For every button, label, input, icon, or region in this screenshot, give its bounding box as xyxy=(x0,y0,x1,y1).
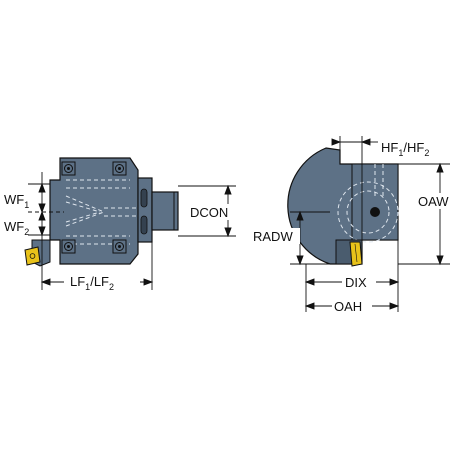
screw-icon xyxy=(112,161,127,176)
front-block xyxy=(351,163,399,241)
screw-icon xyxy=(112,239,127,254)
flange-slot xyxy=(140,215,148,235)
dim-wf xyxy=(28,172,64,250)
hf-label: HF1/HF2 xyxy=(381,140,429,158)
hidden-bore xyxy=(337,181,399,243)
dim-radw xyxy=(290,210,330,266)
wf2-label: WF2 xyxy=(4,219,29,237)
front-view: HF1/HF2 OAW RADW xyxy=(252,136,460,314)
oaw-label: OAW xyxy=(418,194,449,209)
dim-hf xyxy=(331,136,378,264)
radw-label: RADW xyxy=(253,229,293,244)
hidden-bore xyxy=(346,190,390,234)
tool-body xyxy=(49,157,139,265)
flange-slot xyxy=(140,188,148,208)
screw-icon xyxy=(61,161,76,176)
dim-oaw xyxy=(398,162,450,266)
wf1-label: WF1 xyxy=(4,192,29,210)
insert-icon xyxy=(349,241,363,267)
oah-label: OAH xyxy=(334,299,362,314)
side-view: WF1 WF2 LF1/LF2 DCON xyxy=(4,157,236,292)
lf-label: LF1/LF2 xyxy=(70,274,114,292)
dcon-label: DCON xyxy=(190,205,228,220)
center-screw-icon xyxy=(370,207,380,217)
screw-icon xyxy=(61,239,76,254)
insert-icon xyxy=(24,246,41,266)
coolant-channel-icon xyxy=(65,179,136,245)
dix-label: DIX xyxy=(345,275,367,290)
